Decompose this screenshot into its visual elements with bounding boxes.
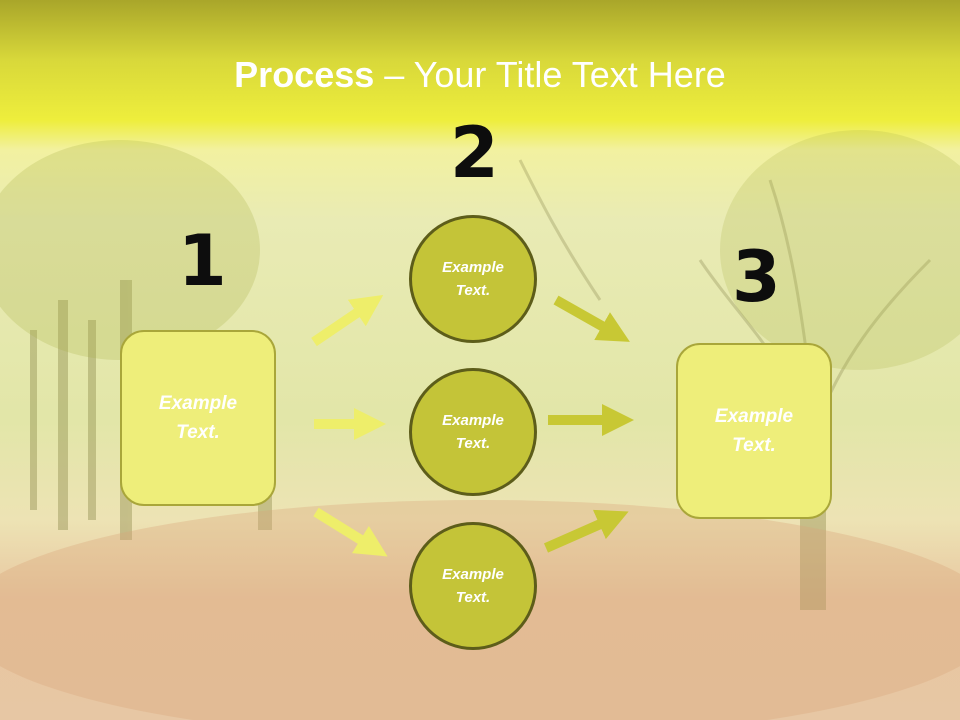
arrow-2-bottom-to-3 xyxy=(543,509,629,553)
arrow-1-to-2-top xyxy=(311,295,384,347)
slide-title: Process – Your Title Text Here xyxy=(234,54,726,95)
step-2-number: 2 xyxy=(450,112,499,194)
step-3-box: Example Text. xyxy=(676,343,832,519)
step-2-circle-bottom-text: Example Text. xyxy=(442,566,504,606)
step-1-number: 1 xyxy=(178,220,227,302)
step-3-number: 3 xyxy=(732,236,781,318)
arrow-2-top-to-3 xyxy=(553,295,630,342)
step-2-circle-middle-text: Example Text. xyxy=(442,412,504,452)
step-1-text: Example Text. xyxy=(158,393,238,443)
step-2-circle-bottom: Example Text. xyxy=(409,522,537,650)
step-2-circle-top-text: Example Text. xyxy=(442,259,504,299)
step-3-text: Example Text. xyxy=(714,406,794,456)
arrow-1-to-2-bottom xyxy=(313,507,388,557)
step-2-circle-middle: Example Text. xyxy=(409,368,537,496)
step-2-circle-top: Example Text. xyxy=(409,215,537,343)
step-1-box: Example Text. xyxy=(120,330,276,506)
